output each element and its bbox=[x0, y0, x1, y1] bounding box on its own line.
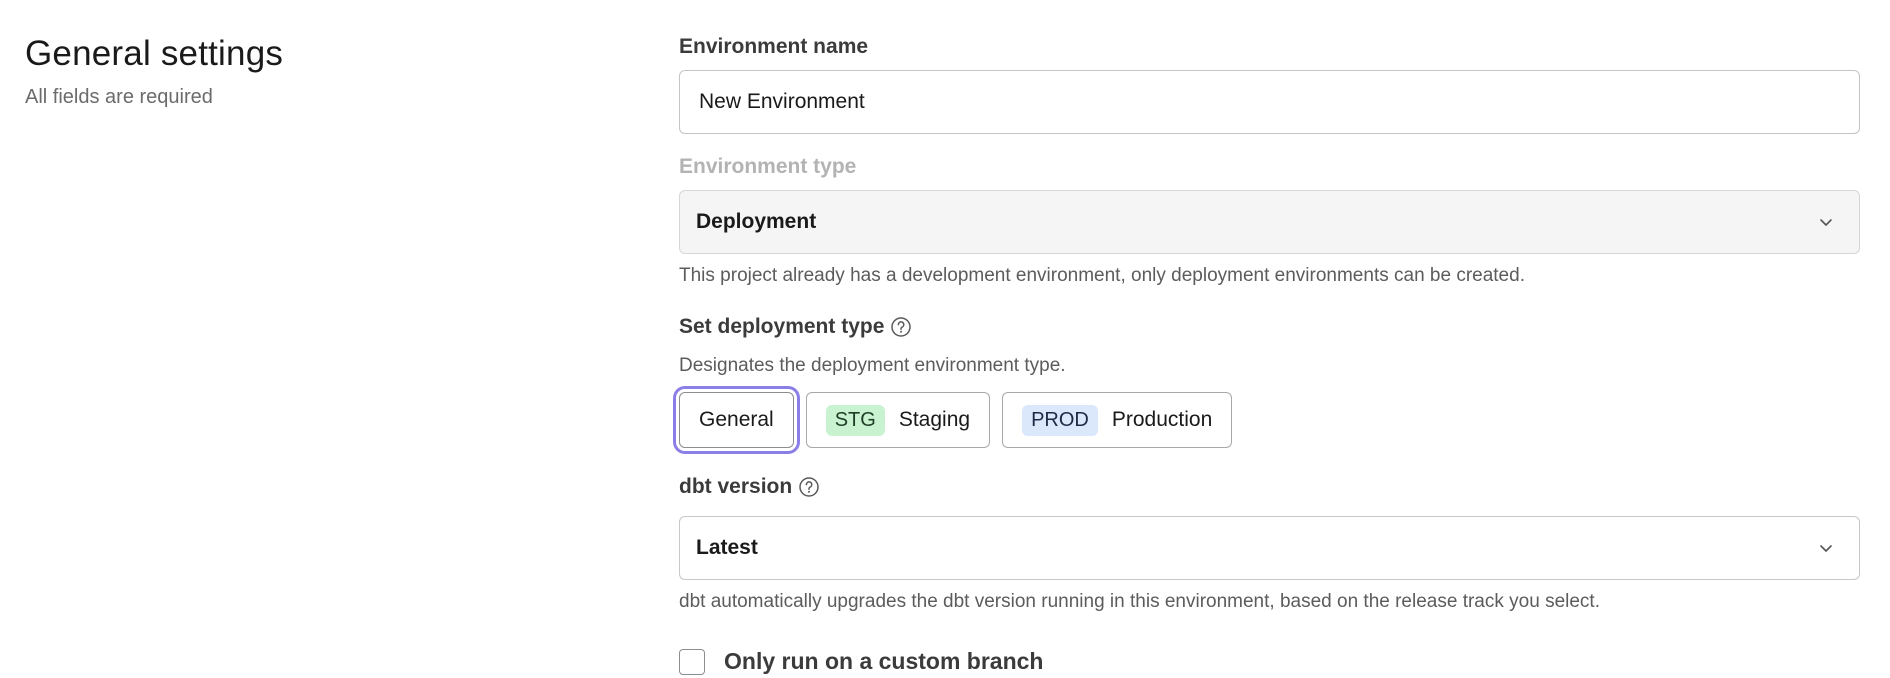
chevron-down-icon bbox=[1820, 545, 1832, 552]
custom-branch-row[interactable]: Only run on a custom branch bbox=[679, 648, 1860, 675]
dbt-version-select[interactable]: Latest bbox=[679, 516, 1860, 580]
deployment-type-label-text: Set deployment type bbox=[679, 315, 885, 338]
chevron-down-icon bbox=[1820, 219, 1832, 226]
dbt-version-help: dbt automatically upgrades the dbt versi… bbox=[679, 591, 1600, 612]
deployment-type-production-button[interactable]: PROD Production bbox=[1002, 392, 1233, 448]
environment-type-value: Deployment bbox=[696, 210, 817, 233]
section-header: General settings All fields are required bbox=[25, 34, 283, 109]
environment-form: Environment name New Environment Environ… bbox=[679, 34, 1860, 675]
help-circle-icon[interactable] bbox=[890, 316, 912, 338]
environment-type-help: This project already has a development e… bbox=[679, 265, 1525, 286]
custom-branch-label[interactable]: Only run on a custom branch bbox=[724, 648, 1044, 674]
stg-badge: STG bbox=[825, 404, 885, 436]
environment-name-input[interactable]: New Environment bbox=[679, 70, 1860, 134]
deployment-type-staging-label: Staging bbox=[898, 408, 971, 431]
environment-name-value: New Environment bbox=[699, 90, 865, 113]
deployment-type-production-label: Production bbox=[1111, 408, 1213, 431]
dbt-version-label: dbt version bbox=[679, 474, 1860, 500]
section-subtitle: All fields are required bbox=[25, 86, 213, 108]
section-title: General settings bbox=[25, 34, 284, 73]
deployment-type-help: Designates the deployment environment ty… bbox=[679, 355, 1066, 376]
deployment-type-general-label: General bbox=[699, 408, 774, 431]
environment-name-label: Environment name bbox=[679, 35, 869, 58]
deployment-type-general-button[interactable]: General bbox=[679, 392, 794, 448]
deployment-type-label: Set deployment type bbox=[679, 314, 1860, 340]
help-circle-icon[interactable] bbox=[798, 476, 820, 498]
dbt-version-label-text: dbt version bbox=[679, 475, 793, 498]
deployment-type-staging-button[interactable]: STG Staging bbox=[805, 392, 991, 448]
prod-badge: PROD bbox=[1022, 404, 1098, 436]
deployment-type-options: General STG Staging PROD Production bbox=[679, 392, 1860, 448]
environment-type-select: Deployment bbox=[679, 190, 1860, 254]
custom-branch-checkbox[interactable] bbox=[679, 648, 705, 675]
environment-type-label: Environment type bbox=[679, 155, 857, 178]
dbt-version-value: Latest bbox=[696, 536, 758, 559]
